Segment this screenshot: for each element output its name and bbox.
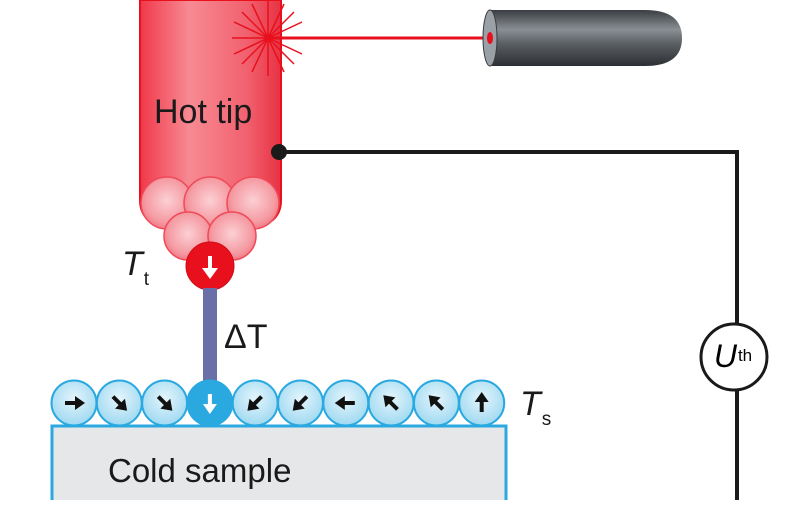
sample-temp-subscript: s xyxy=(541,409,552,430)
tip-atoms-upper xyxy=(140,176,280,261)
circuit-wire xyxy=(279,150,739,325)
cold-sample-block xyxy=(50,424,508,505)
sample-temperature-label: Ts xyxy=(520,385,551,431)
arrow-down-icon xyxy=(202,256,218,279)
circuit-junction-dot xyxy=(271,144,287,160)
arrow-down-right-icon xyxy=(156,395,173,411)
arrow-up-left-icon xyxy=(383,395,399,411)
voltmeter-circle xyxy=(699,322,769,392)
arrow-down-left-icon xyxy=(292,395,309,411)
arrow-up-left-icon xyxy=(428,395,445,411)
tip-temp-subscript: t xyxy=(143,269,150,290)
cold-sample-label: Cold sample xyxy=(108,452,292,489)
arrow-up-icon xyxy=(474,392,489,412)
delta-t-label: ΔT xyxy=(224,318,268,356)
sample-temp-symbol: T xyxy=(520,385,541,423)
voltage-symbol: U xyxy=(713,337,737,374)
arrow-right-icon xyxy=(65,396,85,410)
arrow-down-left-icon xyxy=(247,395,263,411)
tip-sample-junction xyxy=(203,288,217,388)
tip-temperature-label: Tt xyxy=(122,245,149,291)
arrow-down-right-icon xyxy=(111,395,128,411)
laser-icon xyxy=(482,9,682,67)
hot-tip-label: Hot tip xyxy=(154,93,253,131)
laser-spot xyxy=(232,0,306,76)
tip-temp-symbol: T xyxy=(122,245,143,283)
arrow-left-icon xyxy=(334,396,355,410)
arrow-down-icon xyxy=(202,394,217,414)
voltage-subscript: th xyxy=(737,346,753,365)
sample-surface-atoms xyxy=(50,379,506,427)
